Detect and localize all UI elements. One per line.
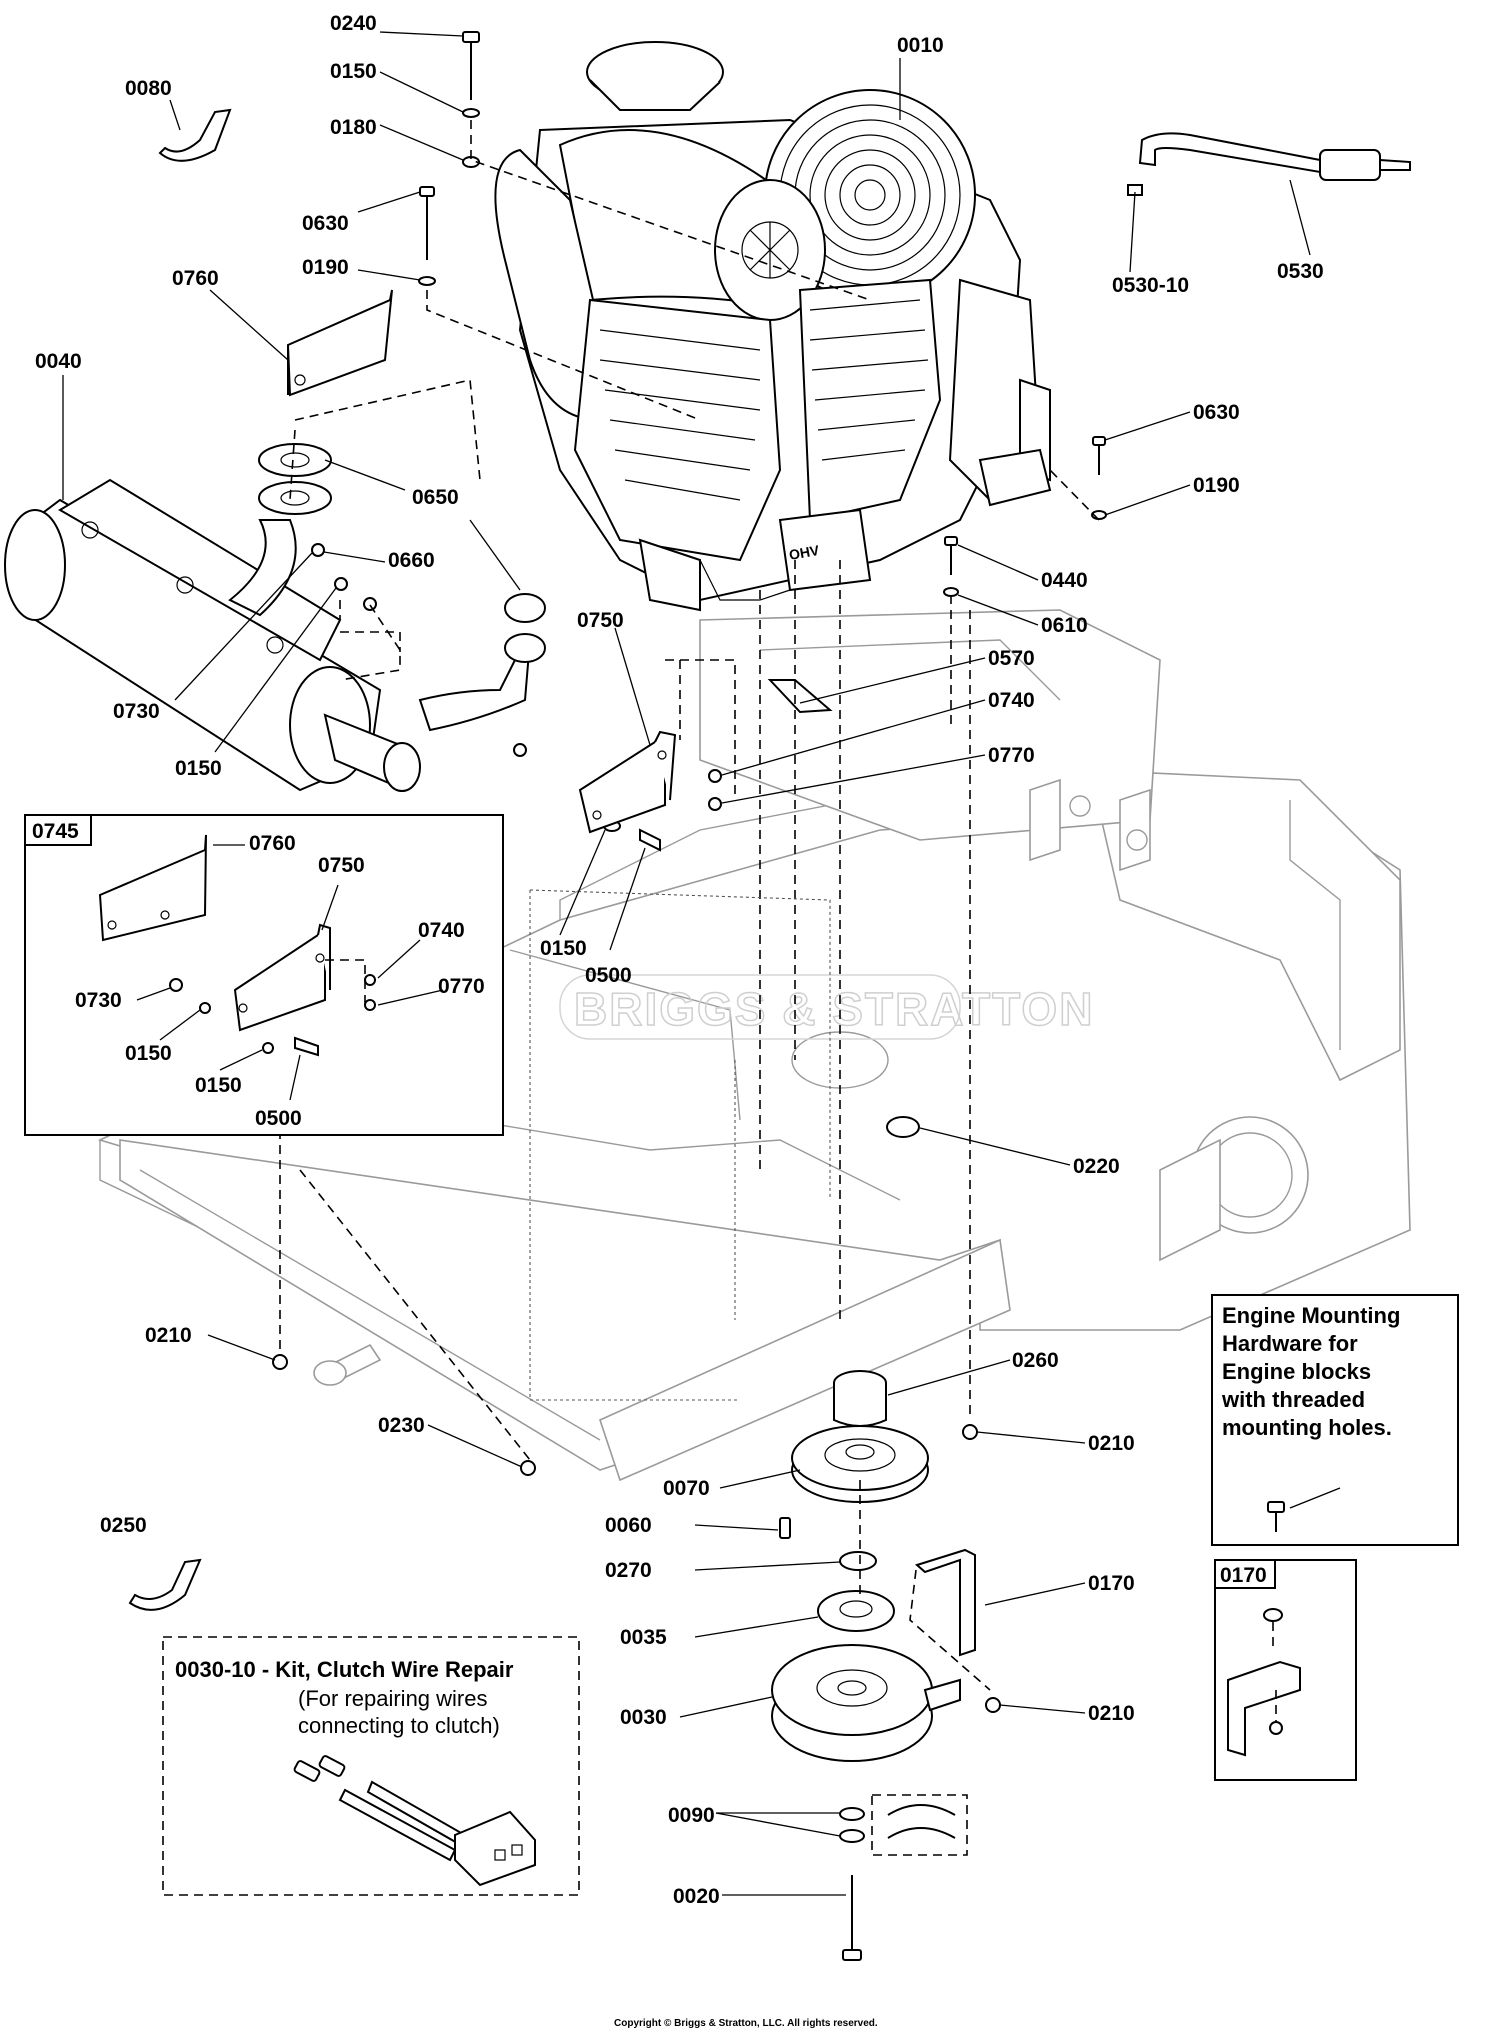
label-0080: 0080 — [125, 77, 172, 100]
label-0150: 0150 — [330, 60, 377, 83]
label-0650: 0650 — [412, 486, 459, 509]
label-0500: 0500 — [585, 964, 632, 987]
label-0760: 0760 — [172, 267, 219, 290]
inset-0170-title: 0170 — [1220, 1564, 1267, 1587]
gaskets-0650 — [258, 443, 546, 663]
inset-0170: 0170 — [1214, 1559, 1357, 1781]
svg-text:OHV: OHV — [788, 542, 821, 563]
note-line-4: with threaded — [1221, 1387, 1365, 1412]
label-0210-mid: 0210 — [1088, 1432, 1135, 1455]
inset-label-0770: 0770 — [438, 975, 485, 998]
label-0030: 0030 — [620, 1706, 667, 1729]
label-0210: 0210 — [145, 1324, 192, 1347]
label-0010: 0010 — [897, 34, 944, 57]
chassis-frame: BRIGGS & STRATTON — [97, 609, 1411, 1482]
clutch-stack — [771, 1370, 976, 1961]
label-0150-bracket: 0150 — [540, 937, 587, 960]
inset-label-0730: 0730 — [75, 989, 122, 1012]
muffler-0040 — [4, 478, 532, 792]
inset-label-0150: 0150 — [125, 1042, 172, 1065]
part-labels: 0240 0150 0180 0010 0080 0630 0190 0760 … — [35, 12, 1390, 1908]
label-0040: 0040 — [35, 350, 82, 373]
label-0230: 0230 — [378, 1414, 425, 1437]
label-0730: 0730 — [113, 700, 160, 723]
label-0630: 0630 — [302, 212, 349, 235]
note-line-2: Hardware for — [1222, 1331, 1358, 1356]
inset-label-0500: 0500 — [255, 1107, 302, 1130]
copyright: Copyright © Briggs & Stratton, LLC. All … — [614, 2018, 878, 2029]
label-0660: 0660 — [388, 549, 435, 572]
note-line-1: Engine Mounting — [1222, 1303, 1400, 1328]
engine-mounting-note: Engine Mounting Hardware for Engine bloc… — [1211, 1294, 1459, 1546]
label-0150-muffler: 0150 — [175, 757, 222, 780]
label-0190: 0190 — [302, 256, 349, 279]
label-0070: 0070 — [663, 1477, 710, 1500]
kit-line-1: (For repairing wires — [298, 1686, 488, 1711]
kit-title: 0030-10 - Kit, Clutch Wire Repair — [175, 1657, 514, 1682]
label-0020: 0020 — [673, 1885, 720, 1908]
label-0270: 0270 — [605, 1559, 652, 1582]
label-0250: 0250 — [100, 1514, 147, 1537]
label-0440: 0440 — [1041, 569, 1088, 592]
strap-0250 — [128, 1558, 202, 1611]
fuel-line-0530 — [1127, 132, 1411, 196]
label-0770: 0770 — [988, 744, 1035, 767]
inset-label-0740: 0740 — [418, 919, 465, 942]
label-0180: 0180 — [330, 116, 377, 139]
clutch-wire-kit-note: 0030-10 - Kit, Clutch Wire Repair (For r… — [162, 1636, 580, 1896]
note-line-3: Engine blocks — [1222, 1359, 1371, 1384]
inset-0745-title: 0745 — [32, 820, 79, 843]
kit-line-2: connecting to clutch) — [298, 1713, 500, 1738]
leader-lines — [62, 31, 1356, 1896]
label-0220: 0220 — [1073, 1155, 1120, 1178]
label-0740: 0740 — [988, 689, 1035, 712]
label-0530: 0530 — [1277, 260, 1324, 283]
engine-0010: OHV — [494, 41, 1052, 612]
label-0210-lower: 0210 — [1088, 1702, 1135, 1725]
note-line-5: mounting holes. — [1222, 1415, 1392, 1440]
label-0090: 0090 — [668, 1804, 715, 1827]
inset-label-0750: 0750 — [318, 854, 365, 877]
label-0530-10: 0530-10 — [1112, 274, 1189, 297]
label-0240: 0240 — [330, 12, 377, 35]
label-0035: 0035 — [620, 1626, 667, 1649]
inset-label-0760: 0760 — [249, 832, 296, 855]
label-0610: 0610 — [1041, 614, 1088, 637]
inset-0745: 0745 0760 0750 0740 0730 0770 0150 0150 — [24, 814, 504, 1136]
label-0190-right: 0190 — [1193, 474, 1240, 497]
assembly-lines — [279, 120, 1100, 1856]
watermark: BRIGGS & STRATTON — [574, 983, 1094, 1035]
label-0060: 0060 — [605, 1514, 652, 1537]
heat-shield-0760 — [286, 289, 393, 397]
label-0750: 0750 — [577, 609, 624, 632]
label-0630-right: 0630 — [1193, 401, 1240, 424]
label-0570: 0570 — [988, 647, 1035, 670]
strap-0080 — [158, 108, 232, 162]
label-0260: 0260 — [1012, 1349, 1059, 1372]
label-0170: 0170 — [1088, 1572, 1135, 1595]
bracket-0750 — [578, 730, 677, 834]
inset-label-0150-b: 0150 — [195, 1074, 242, 1097]
